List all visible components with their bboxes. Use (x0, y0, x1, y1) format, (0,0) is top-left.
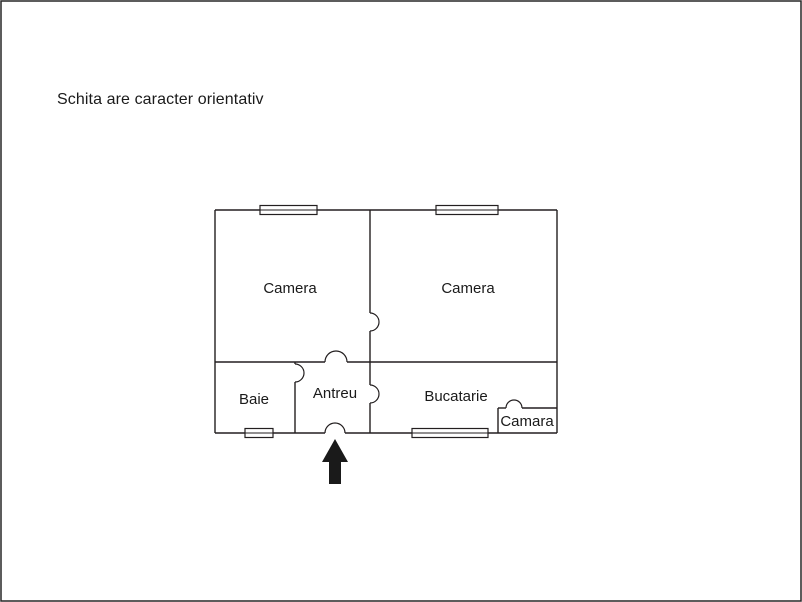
window-baie (244, 427, 274, 439)
room-label-bucatarie: Bucatarie (424, 388, 487, 405)
room-label-baie: Baie (239, 391, 269, 408)
door-arc-antreu-camera (324, 350, 348, 363)
room-label-camera-right: Camera (441, 280, 495, 297)
entrance-arrow-icon (322, 439, 348, 484)
floor-plan: Camera Camera Baie Antreu Bucatarie Cama… (214, 204, 558, 484)
door-arc-entrance (324, 422, 346, 434)
window-camera-left (259, 204, 318, 216)
disclaimer-text: Schita are caracter orientativ (57, 91, 264, 108)
room-label-antreu: Antreu (313, 385, 357, 402)
outer-walls (214, 209, 558, 434)
door-arcs (294, 312, 523, 434)
door-arc-camara (505, 399, 523, 409)
door-arc-bucatarie (369, 384, 380, 404)
window-bucatarie (411, 427, 489, 439)
window-camera-right (435, 204, 499, 216)
room-label-camera-left: Camera (263, 280, 317, 297)
door-arc-between-cameras (369, 312, 380, 332)
windows (244, 204, 499, 439)
room-label-camara: Camara (500, 413, 554, 430)
room-labels: Camera Camera Baie Antreu Bucatarie Cama… (239, 280, 554, 430)
door-arc-baie (294, 363, 305, 383)
